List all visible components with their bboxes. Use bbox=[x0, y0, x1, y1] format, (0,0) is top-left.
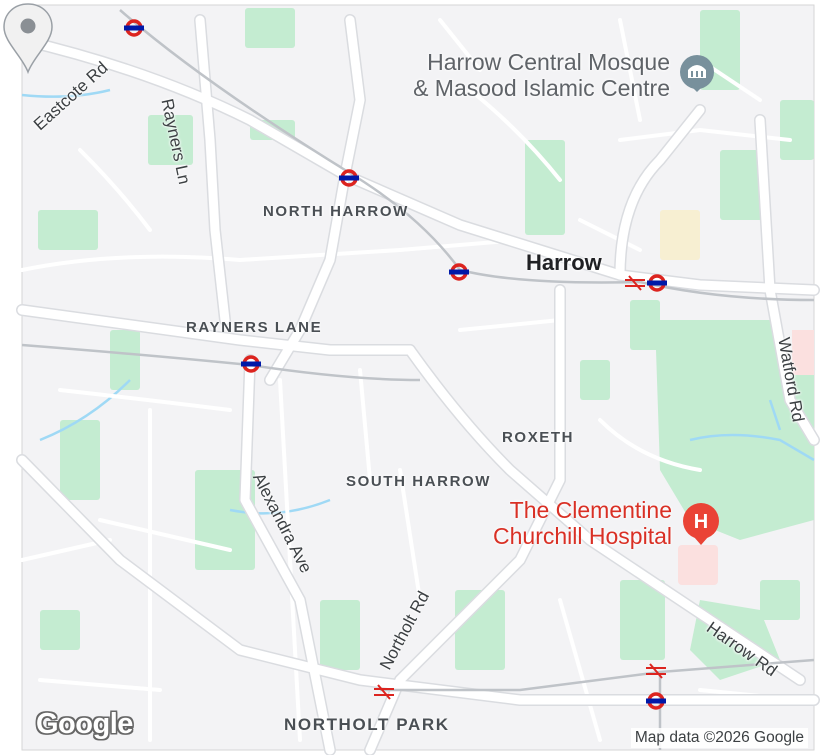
map-attribution[interactable]: Map data ©2026 Google bbox=[630, 728, 808, 748]
district-label-northolt-park: NORTHOLT PARK bbox=[284, 715, 450, 734]
google-logo: Google bbox=[36, 708, 133, 740]
underground-roundel-icon[interactable] bbox=[339, 169, 359, 187]
underground-roundel-icon[interactable] bbox=[449, 263, 469, 281]
district-label-rayners-lane: RAYNERS LANE bbox=[186, 319, 323, 336]
national-rail-icon[interactable] bbox=[646, 663, 666, 679]
poi-label-mosque-line1: Harrow Central Mosque bbox=[427, 49, 670, 75]
poi-label-hospital-line1: The Clementine bbox=[509, 497, 672, 523]
mosque-icon[interactable] bbox=[680, 55, 714, 92]
national-rail-icon[interactable] bbox=[625, 275, 645, 291]
main-roads bbox=[17, 15, 819, 755]
underground-roundel-icon[interactable] bbox=[241, 355, 261, 373]
underground-roundel-icon[interactable] bbox=[124, 19, 144, 37]
streams bbox=[21, 88, 815, 515]
poi-label-mosque-line2: & Masood Islamic Centre bbox=[413, 75, 670, 101]
poi-label-mosque[interactable]: Harrow Central Mosque & Masood Islamic C… bbox=[413, 49, 670, 101]
underground-roundel-icon[interactable] bbox=[647, 274, 667, 292]
district-label-roxeth: ROXETH bbox=[502, 429, 575, 446]
district-label-south-harrow: SOUTH HARROW bbox=[346, 473, 492, 490]
minor-roads bbox=[20, 18, 802, 742]
district-label-north-harrow: NORTH HARROW bbox=[263, 203, 409, 220]
poi-label-hospital[interactable]: The Clementine Churchill Hospital bbox=[493, 497, 672, 549]
town-label-harrow: Harrow bbox=[526, 250, 602, 275]
hospital-area bbox=[792, 330, 814, 375]
poi-label-hospital-line2: Churchill Hospital bbox=[493, 523, 672, 549]
national-rail-icon[interactable] bbox=[374, 684, 394, 700]
hospital-icon[interactable]: H bbox=[683, 503, 719, 545]
underground-roundel-icon[interactable] bbox=[646, 692, 666, 710]
location-pin-icon[interactable] bbox=[0, 0, 56, 76]
hospital-grounds bbox=[678, 545, 718, 585]
town-centre-area bbox=[660, 210, 700, 260]
hospital-icon-letter: H bbox=[694, 511, 708, 533]
